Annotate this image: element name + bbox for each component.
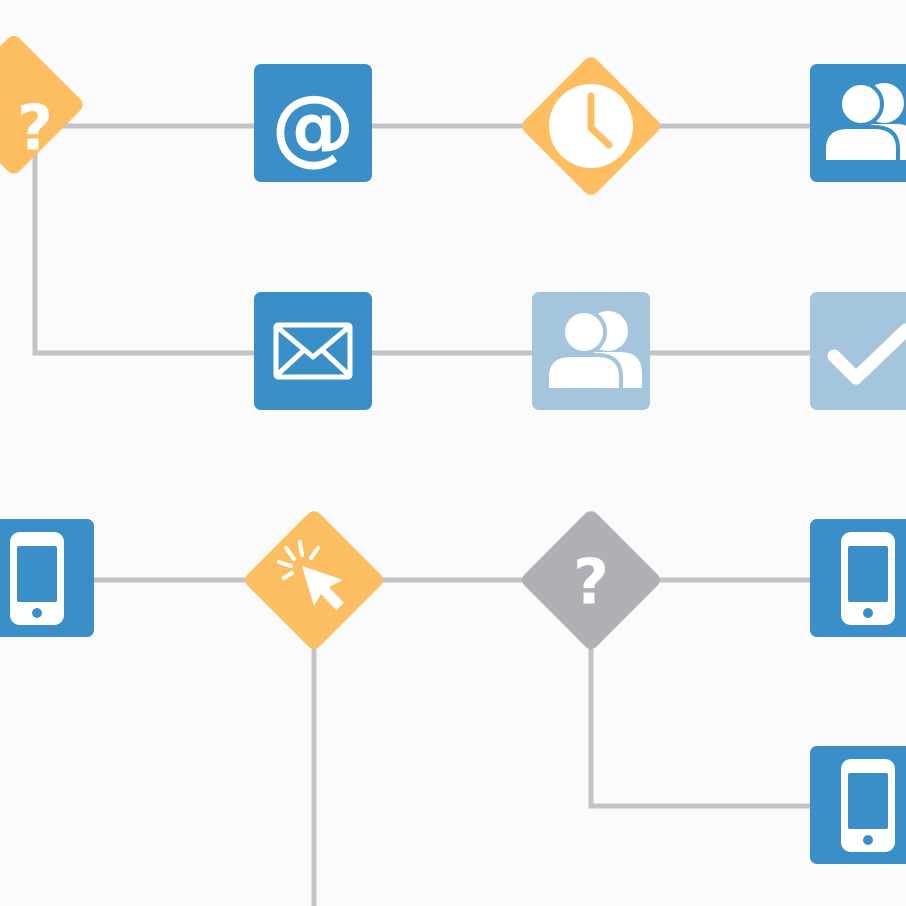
mobile-phone-icon — [841, 759, 895, 852]
users-icon — [822, 81, 906, 164]
mobile-phone-icon — [10, 532, 64, 625]
users-icon — [545, 309, 642, 392]
mobile-node-left[interactable] — [0, 519, 94, 637]
envelope-icon — [273, 322, 353, 380]
click-node[interactable] — [242, 508, 386, 652]
mobile-node-right[interactable] — [810, 519, 906, 637]
connector-line — [588, 580, 906, 809]
question-icon: ? — [17, 92, 53, 165]
connector-line — [32, 126, 906, 356]
decision-node-top[interactable]: ? — [0, 33, 86, 177]
at-sign-icon: @ — [271, 77, 355, 175]
decision-node-gray[interactable]: ? — [519, 508, 663, 652]
mobile-phone-icon — [841, 532, 895, 625]
email-message-node[interactable] — [254, 292, 372, 410]
email-address-node[interactable]: @ — [254, 64, 372, 182]
connectors — [0, 123, 906, 906]
audience-node-top[interactable] — [810, 64, 906, 182]
mobile-node-bottom[interactable] — [810, 746, 906, 864]
checkmark-icon — [827, 323, 906, 385]
clock-icon — [549, 84, 633, 168]
audience-node-faded[interactable] — [532, 292, 650, 410]
cursor-click-icon — [277, 540, 344, 610]
wait-node[interactable] — [519, 54, 663, 198]
complete-node[interactable] — [810, 292, 906, 410]
question-icon: ? — [573, 546, 609, 619]
